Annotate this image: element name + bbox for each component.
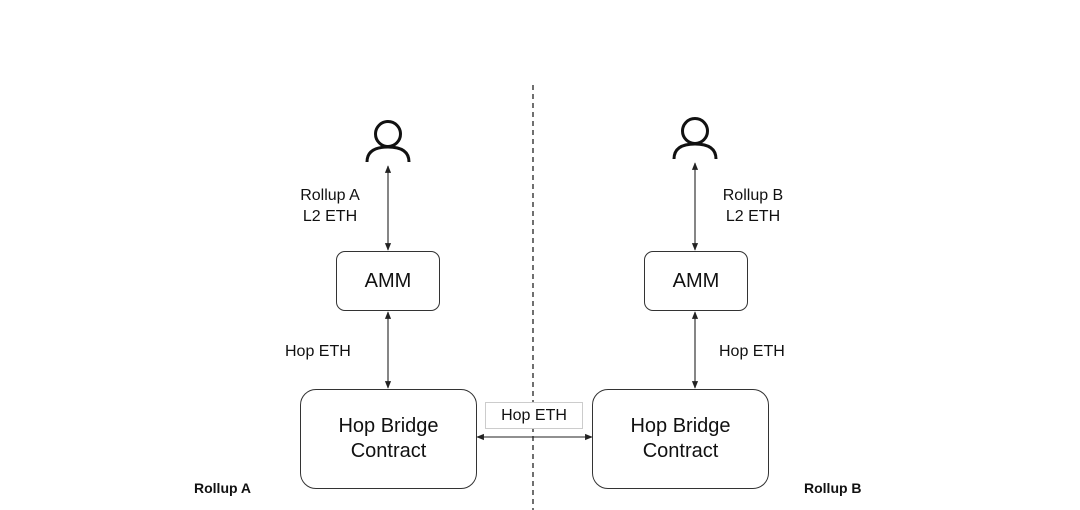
left-hop-eth-label: Hop ETH: [285, 343, 351, 360]
user-icon: [365, 120, 411, 163]
rollup-a-region-label: Rollup A: [194, 480, 252, 496]
left-token-label: Rollup A L2 ETH: [282, 185, 378, 227]
left-token-label-line1: Rollup A: [300, 187, 360, 204]
right-bridge-label-line1: Hop Bridge: [630, 415, 731, 437]
cross-hop-eth-label: Hop ETH: [485, 402, 583, 429]
user-icon: [672, 117, 718, 160]
left-token-label-line2: L2 ETH: [302, 208, 358, 225]
right-bridge-label-line2: Contract: [642, 440, 719, 462]
right-amm-box: AMM: [644, 251, 748, 311]
right-amm-label: AMM: [672, 269, 720, 292]
right-token-label-line2: L2 ETH: [725, 208, 781, 225]
right-token-label: Rollup B L2 ETH: [705, 185, 801, 227]
left-bridge-label-line1: Hop Bridge: [338, 415, 439, 437]
left-amm-label: AMM: [364, 269, 412, 292]
right-bridge-box: Hop Bridge Contract: [592, 389, 769, 489]
left-amm-box: AMM: [336, 251, 440, 311]
left-bridge-label-line2: Contract: [350, 440, 427, 462]
right-token-label-line1: Rollup B: [722, 187, 784, 204]
rollup-b-region-label: Rollup B: [804, 480, 862, 496]
left-bridge-box: Hop Bridge Contract: [300, 389, 477, 489]
right-hop-eth-label: Hop ETH: [719, 343, 785, 360]
